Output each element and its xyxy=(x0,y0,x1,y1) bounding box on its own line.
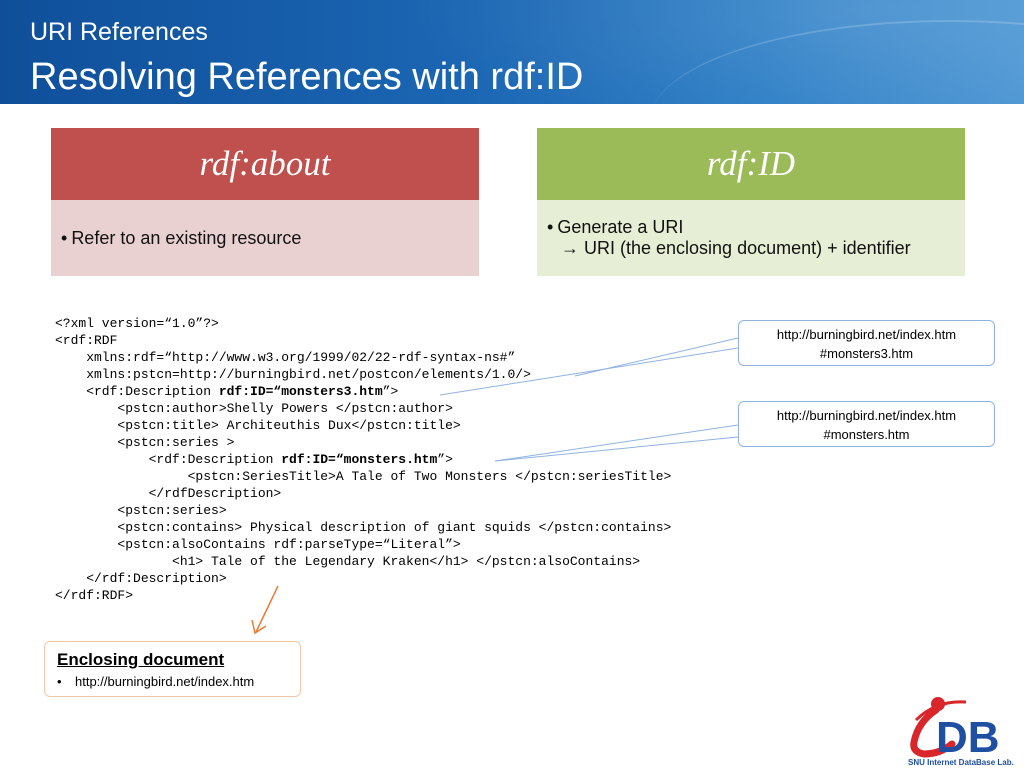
bullet-icon: • xyxy=(57,674,62,689)
arrow-icon xyxy=(251,585,279,635)
bullet-item: • Generate a URI xyxy=(547,217,911,238)
code-line: </rdf:RDF> xyxy=(55,588,134,603)
code-line: <pstcn:contains> Physical description of… xyxy=(55,520,672,535)
bullet-icon: • xyxy=(547,217,554,237)
code-line: <rdf:RDF xyxy=(55,333,118,348)
logo-caption: SNU Internet DataBase Lab. xyxy=(908,758,1014,767)
callout-uri: http://burningbird.net/index.htm xyxy=(776,327,957,342)
rdf-id-attribute: rdf:ID=“monsters3.htm xyxy=(218,384,383,399)
code-line: <rdf:Description rdf:ID=“monsters3.htm”> xyxy=(55,384,398,399)
code-line: <rdf:Description rdf:ID=“monsters.htm”> xyxy=(55,452,453,467)
connector-line xyxy=(494,424,739,462)
code-line: xmlns:pstcn=http://burningbird.net/postc… xyxy=(55,367,531,382)
code-line: <pstcn:series > xyxy=(55,435,235,450)
code-line: </rdfDescription> xyxy=(55,486,282,501)
code-line: <pstcn:alsoContains rdf:parseType=“Liter… xyxy=(55,537,461,552)
idb-logo-mark: DB SNU Internet DataBase Lab. xyxy=(908,697,1014,767)
code-line: <?xml version=“1.0”?> xyxy=(55,316,219,331)
connector-line xyxy=(574,337,739,377)
rdf-about-box: rdf:about • Refer to an existing resourc… xyxy=(51,128,479,276)
bullet-text: Refer to an existing resource xyxy=(71,227,302,248)
connector-line xyxy=(439,347,739,396)
rdf-id-body: • Generate a URI → URI (the enclosing do… xyxy=(537,200,965,276)
connector-line xyxy=(494,436,739,462)
callout-fragment: #monsters.htm xyxy=(823,427,910,442)
slide-title: Resolving References with rdf:ID xyxy=(30,56,584,98)
enclosing-uri: http://burningbird.net/index.htm xyxy=(75,674,255,689)
rdf-id-heading: rdf:ID xyxy=(537,128,965,200)
title-banner: URI References Resolving References with… xyxy=(0,0,1024,104)
callout-fragment: #monsters3.htm xyxy=(819,346,914,361)
enclosing-document-box: Enclosing document • http://burningbird.… xyxy=(44,641,301,697)
code-line: xmlns:rdf=“http://www.w3.org/1999/02/22-… xyxy=(55,350,516,365)
bullet-item: • Refer to an existing resource xyxy=(61,228,301,249)
enclosing-heading: Enclosing document xyxy=(57,650,225,669)
code-line: </rdf:Description> xyxy=(55,571,227,586)
code-line: <pstcn:author>Shelly Powers </pstcn:auth… xyxy=(55,401,453,416)
code-line: <pstcn:SeriesTitle>A Tale of Two Monster… xyxy=(55,469,672,484)
rdf-id-attribute: rdf:ID=“monsters.htm xyxy=(281,452,438,467)
callout-uri: http://burningbird.net/index.htm xyxy=(776,408,957,423)
code-text: ”> xyxy=(382,384,399,399)
code-text: <rdf:Description xyxy=(55,452,282,467)
code-line: <h1> Tale of the Legendary Kraken</h1> <… xyxy=(55,554,641,569)
rdf-about-body: • Refer to an existing resource xyxy=(51,200,479,276)
bullet-continuation: → URI (the enclosing document) + identif… xyxy=(561,238,911,258)
bullet-text: Generate a URI xyxy=(557,217,684,237)
uri-callout: http://burningbird.net/index.htm #monste… xyxy=(738,401,995,447)
code-text: <rdf:Description xyxy=(55,384,219,399)
rdf-id-box: rdf:ID • Generate a URI → URI (the enclo… xyxy=(537,128,965,276)
code-line: <pstcn:title> Architeuthis Dux</pstcn:ti… xyxy=(55,418,461,433)
idb-logo: DB SNU Internet DataBase Lab. xyxy=(906,690,1024,768)
uri-callout: http://burningbird.net/index.htm #monste… xyxy=(738,320,995,366)
code-line: <pstcn:series> xyxy=(55,503,227,518)
logo-text: DB xyxy=(936,713,1000,762)
bullet-group: • Generate a URI → URI (the enclosing do… xyxy=(547,217,911,259)
code-text: ”> xyxy=(437,452,453,467)
bullet-icon: • xyxy=(61,227,68,248)
rdf-about-heading: rdf:about xyxy=(51,128,479,200)
list-item: • http://burningbird.net/index.htm xyxy=(57,674,288,689)
slide-subtitle: URI References xyxy=(30,18,208,46)
